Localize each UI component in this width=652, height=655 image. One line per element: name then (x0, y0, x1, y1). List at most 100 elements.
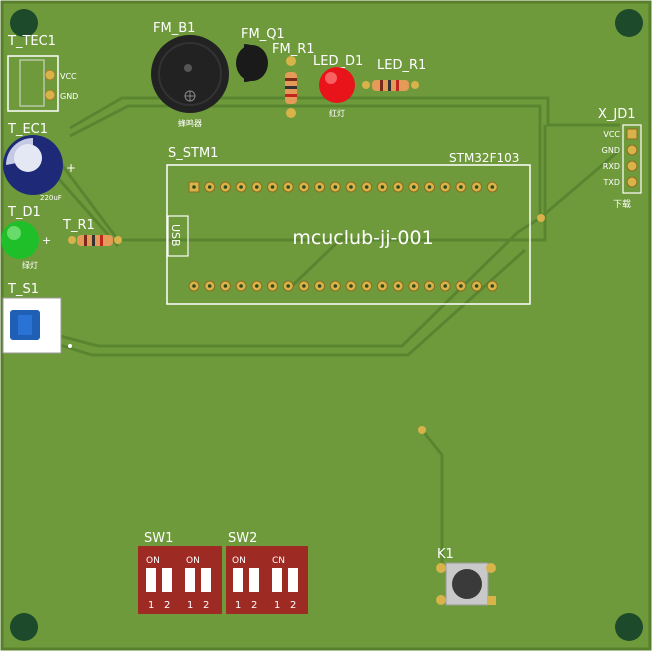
sw1-on-a: ON (146, 556, 160, 566)
sw1-dip-switch: ON ON 1 2 1 2 (138, 546, 222, 614)
stm-pin-hole (443, 284, 448, 288)
stm-pin-hole (302, 185, 306, 189)
stm-pin-hole (380, 284, 385, 288)
k1-pad-3 (436, 595, 446, 605)
stm-pin-hole (270, 284, 275, 288)
t-d1-highlight (7, 226, 21, 240)
k1-button-cap[interactable] (452, 569, 482, 599)
fm-b1-buzzer (151, 35, 229, 113)
t-tec1-pad-gnd (44, 89, 56, 101)
stm-pin-hole (490, 185, 495, 189)
k1-pad-4 (487, 596, 496, 605)
sw1-toggle-3[interactable] (185, 568, 195, 592)
t-d1-green-led (1, 221, 39, 259)
stm-pin-hole (270, 185, 275, 189)
sw2-pin-2a: 2 (251, 600, 257, 611)
led-r1-pad-a (362, 81, 370, 89)
stm-pin-hole (459, 284, 463, 288)
s-stm1-usb-outline (167, 215, 189, 257)
stm-pin-hole (349, 284, 353, 288)
stm-pin-hole (333, 284, 338, 288)
sw1-on-b: ON (186, 556, 200, 566)
stm-pin-hole (207, 284, 212, 288)
t-tec1-body (19, 59, 45, 107)
x-jd1-pin-label-gnd: GND (602, 146, 620, 155)
fm-b1-note: 蜂鸣器 (178, 118, 202, 128)
sw2-toggle-3[interactable] (272, 568, 282, 592)
stm-pin-hole (333, 185, 338, 189)
x-jd1-pin-label-rxd: RXD (603, 162, 620, 171)
sw2-toggle-2[interactable] (249, 568, 259, 592)
sw1-toggle-2[interactable] (162, 568, 172, 592)
label-sw2: SW2 (228, 531, 257, 546)
stm-pin-hole (192, 284, 196, 288)
x-jd1-pin-rxd (626, 160, 638, 172)
via-right (537, 214, 545, 222)
mounting-hole-top-right (615, 9, 643, 37)
k1-pad-1 (436, 563, 446, 573)
sw1-toggle-4[interactable] (201, 568, 211, 592)
via-k1 (418, 426, 426, 434)
label-t-d1: T_D1 (7, 205, 41, 220)
stm-pin-hole (396, 284, 400, 288)
stm-pin-hole (474, 284, 479, 288)
t-r1-pad-b (114, 236, 122, 244)
label-sw1: SW1 (144, 531, 173, 546)
sw1-pin-1a: 1 (148, 600, 154, 611)
stm-pin-hole (474, 185, 479, 189)
sw2-toggle-4[interactable] (288, 568, 298, 592)
sw2-pin-1b: 1 (274, 600, 280, 611)
stm-pin-hole (364, 185, 369, 189)
stm-pin-hole (396, 185, 400, 189)
mounting-hole-bottom-left (10, 613, 38, 641)
stm-pin-hole (364, 284, 369, 288)
t-s1-mark (68, 344, 72, 348)
mounting-hole-top-left (10, 9, 38, 37)
t-ec1-value: 220uF (40, 194, 62, 202)
s-stm1-usb-label: USB (169, 224, 182, 247)
label-x-jd1: X_JD1 (598, 107, 636, 122)
label-fm-r1: FM_R1 (272, 42, 315, 57)
stm-pin-hole (223, 284, 228, 288)
label-fm-b1: FM_B1 (153, 21, 195, 36)
sw2-on-b: CN (272, 556, 285, 566)
sw1-toggle-1[interactable] (146, 568, 156, 592)
stm-pin-hole (192, 185, 196, 189)
label-k1: K1 (437, 547, 454, 562)
label-fm-q1: FM_Q1 (241, 27, 285, 42)
sw1-pin-2a: 2 (164, 600, 170, 611)
label-s-stm1: S_STM1 (168, 146, 218, 161)
stm-pin-hole (490, 284, 495, 288)
x-jd1-note: 下载 (613, 198, 631, 210)
stm-pin-hole (286, 284, 291, 288)
sw2-pin-1a: 1 (235, 600, 241, 611)
label-led-r1: LED_R1 (377, 58, 426, 73)
stm-pin-hole (443, 185, 448, 189)
stm-pin-hole (459, 185, 463, 189)
x-jd1-outline (622, 124, 642, 194)
led-r1-pad-b (411, 81, 419, 89)
stm-pin-hole (302, 284, 306, 288)
label-t-r1: T_R1 (62, 218, 95, 233)
copper-traces (56, 96, 621, 570)
fm-r1-pad-b (286, 108, 296, 118)
t-tec1-pad-vcc (44, 69, 56, 81)
t-tec1-outline (7, 55, 59, 112)
x-jd1-pin-label-txd: TXD (602, 178, 620, 187)
x-jd1-pin-gnd (626, 144, 638, 156)
label-stm32: STM32F103 (449, 151, 519, 165)
s-stm1-pin-row-bottom (188, 280, 498, 292)
sw2-toggle-1[interactable] (233, 568, 243, 592)
x-jd1-pin-vcc (626, 128, 638, 140)
stm-pin-hole (207, 185, 212, 189)
stm-pin-hole (412, 185, 416, 189)
board-name: mcuclub-jj-001 (292, 227, 433, 249)
t-ec1-plus: + (66, 161, 76, 175)
led-d1-red-led (319, 67, 355, 103)
stm-pin-hole (254, 284, 259, 288)
stm-pin-hole (317, 185, 322, 189)
t-r1-pad-a (68, 236, 76, 244)
stm-pin-hole (412, 284, 416, 288)
